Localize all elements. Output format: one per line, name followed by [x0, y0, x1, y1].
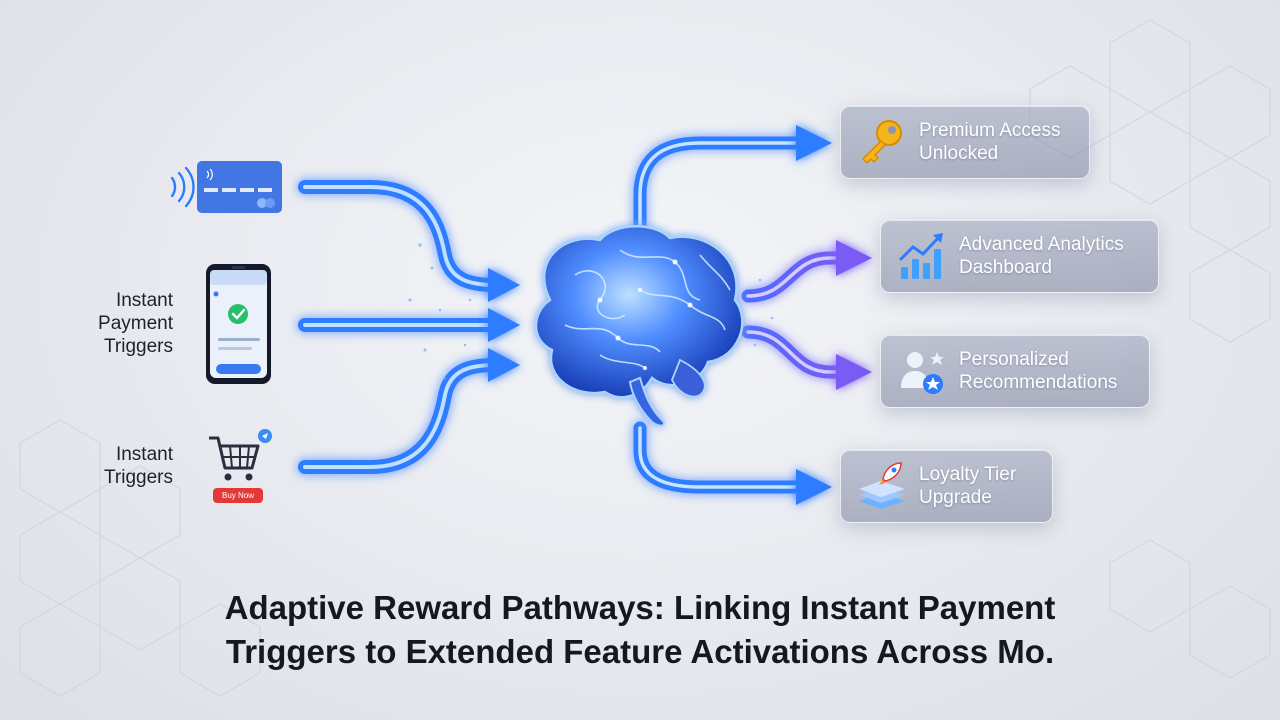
flow-brain-to-premium: [633, 136, 807, 232]
diagram-title: Adaptive Reward Pathways: Linking Instan…: [224, 589, 1056, 670]
buy-now-badge-label: Buy Now: [221, 491, 254, 500]
arrowhead-analytics: [836, 240, 872, 276]
label-instant-triggers: Instant Triggers: [104, 444, 173, 488]
flow-card-to-brain: [298, 180, 502, 292]
flow-brain-to-recs: [741, 325, 847, 379]
label-instant-payment-triggers: Instant Payment Triggers: [98, 290, 173, 357]
output-arrowheads: [796, 125, 872, 505]
output-flows: [633, 136, 847, 494]
arrowhead-cart: [488, 348, 520, 382]
user-star-icon: [901, 352, 944, 394]
bar-chart-icon: [899, 233, 943, 279]
particle-dots: [408, 243, 774, 380]
rocket-tier-icon: [859, 462, 905, 509]
input-arrowheads: [488, 268, 520, 382]
flow-brain-to-loyalty: [633, 421, 807, 494]
ai-brain-icon: [534, 225, 744, 427]
input-flows: [298, 180, 502, 474]
arrowhead-card: [488, 268, 520, 302]
shopping-cart-icon: [209, 429, 272, 503]
arrowhead-phone: [488, 308, 520, 342]
buy-now-badge: [213, 488, 263, 503]
contactless-card-icon: [170, 161, 282, 213]
flow-brain-to-analytics: [741, 251, 847, 303]
smartphone-check-icon: [206, 264, 271, 384]
flow-cart-to-brain: [298, 358, 502, 474]
key-icon: [861, 120, 902, 165]
arrowhead-loyalty: [796, 469, 832, 505]
arrowhead-premium: [796, 125, 832, 161]
arrowhead-recs: [836, 354, 872, 390]
